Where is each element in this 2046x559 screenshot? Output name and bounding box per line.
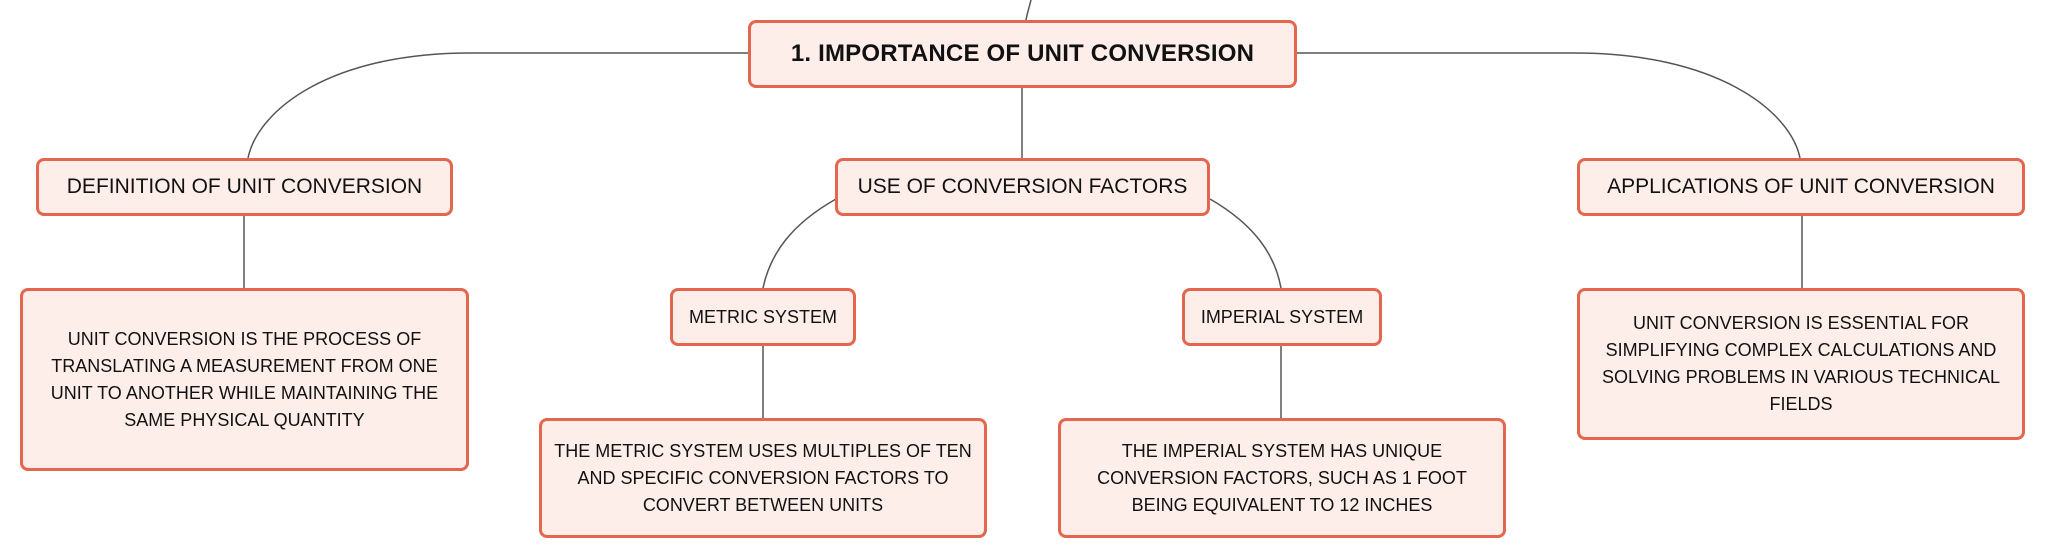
applications-description-text: UNIT CONVERSION IS ESSENTIAL FOR SIMPLIF… xyxy=(1601,313,2001,414)
connector-factors-imperial xyxy=(1209,198,1282,289)
metric-system-node[interactable]: METRIC SYSTEM xyxy=(670,288,856,346)
imperial-description-node[interactable]: THE IMPERIAL SYSTEM HAS UNIQUE CONVERSIO… xyxy=(1058,418,1506,538)
definition-description-text: UNIT CONVERSION IS THE PROCESS OF TRANSL… xyxy=(50,328,439,430)
imperial-system-node[interactable]: IMPERIAL SYSTEM xyxy=(1182,288,1382,346)
connector-factors-metric xyxy=(762,198,837,289)
metric-description-text: THE METRIC SYSTEM USES MULTIPLES OF TEN … xyxy=(554,440,972,515)
conversion-factors-node-label: USE OF CONVERSION FACTORS xyxy=(857,175,1188,198)
definition-description-node[interactable]: UNIT CONVERSION IS THE PROCESS OF TRANSL… xyxy=(20,288,469,471)
definition-node[interactable]: DEFINITION OF UNIT CONVERSION xyxy=(36,158,453,216)
applications-node-label: APPLICATIONS OF UNIT CONVERSION xyxy=(1607,175,1995,198)
metric-system-label: METRIC SYSTEM xyxy=(688,306,837,327)
conversion-factors-node[interactable]: USE OF CONVERSION FACTORS xyxy=(835,158,1210,216)
root-node[interactable]: 1. IMPORTANCE OF UNIT CONVERSION xyxy=(748,20,1297,88)
definition-node-label: DEFINITION OF UNIT CONVERSION xyxy=(66,175,423,198)
connector-root-applications xyxy=(1297,52,1801,159)
metric-description-node[interactable]: THE METRIC SYSTEM USES MULTIPLES OF TEN … xyxy=(539,418,987,538)
applications-description-node[interactable]: UNIT CONVERSION IS ESSENTIAL FOR SIMPLIF… xyxy=(1577,288,2025,440)
imperial-description-text: THE IMPERIAL SYSTEM HAS UNIQUE CONVERSIO… xyxy=(1097,440,1467,515)
root-node-label: 1. IMPORTANCE OF UNIT CONVERSION xyxy=(790,40,1255,67)
parent-connector xyxy=(1025,0,1032,21)
connector-root-definition xyxy=(247,52,748,159)
imperial-system-label: IMPERIAL SYSTEM xyxy=(1200,306,1364,327)
applications-node[interactable]: APPLICATIONS OF UNIT CONVERSION xyxy=(1577,158,2025,216)
